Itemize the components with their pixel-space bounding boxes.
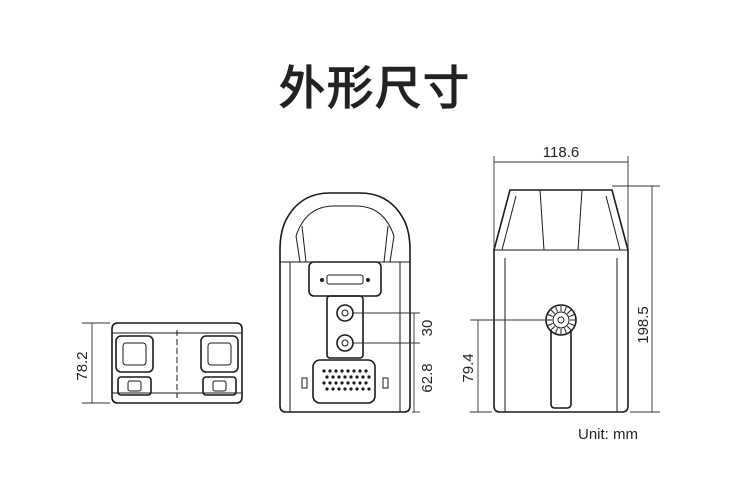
- height-right-label: 198.5: [635, 306, 652, 344]
- width-top-label: 118.6: [543, 144, 579, 161]
- mount-hole-icon: [336, 334, 354, 352]
- mount-spacing-label: 30: [419, 320, 436, 337]
- unit-label: Unit: mm: [578, 426, 638, 443]
- side-height-label: 79.4: [460, 353, 477, 382]
- bottom-width-label: 78.2: [74, 351, 91, 380]
- terminal-height-label: 62.8: [419, 363, 436, 392]
- vent-grille-icon: [322, 369, 371, 391]
- front-view: [279, 192, 420, 413]
- knob-icon: [545, 304, 577, 336]
- side-view: [470, 156, 660, 413]
- page-title: 外形尺寸: [279, 61, 471, 115]
- bottom-view: [82, 322, 243, 404]
- mount-hole-icon: [336, 304, 354, 322]
